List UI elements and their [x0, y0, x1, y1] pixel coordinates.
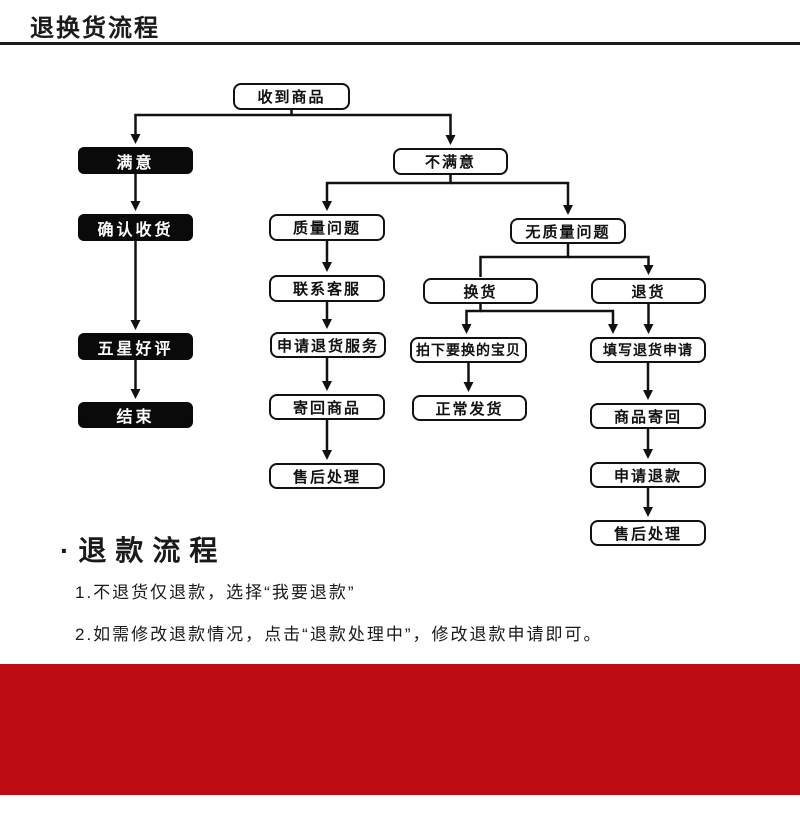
refund-note-1: 1.不退货仅退款，选择“我要退款”	[75, 583, 356, 602]
flow-node-exchange: 换货	[423, 278, 538, 304]
flow-node-receive-goods: 收到商品	[233, 83, 350, 110]
flow-node-return-goods: 退货	[591, 278, 706, 304]
flow-node-unsatisfied: 不满意	[393, 148, 508, 175]
flow-node-normal-shipping: 正常发货	[412, 395, 527, 421]
flow-node-after-sale-mid: 售后处理	[269, 463, 385, 489]
flow-node-after-sale-right: 售后处理	[590, 520, 706, 546]
flow-node-apply-refund: 申请退款	[590, 462, 706, 488]
flow-node-contact-service: 联系客服	[269, 275, 385, 302]
flow-node-order-exchange-item: 拍下要换的宝贝	[410, 337, 527, 363]
flow-node-end: 结束	[78, 402, 193, 428]
refund-section-heading: ·退款流程	[60, 535, 227, 566]
flowchart: 收到商品 满意 不满意 确认收货 质量问题 无质量问题 联系客服 换货 退货 五…	[78, 83, 706, 546]
page-title: 退换货流程	[30, 15, 160, 42]
flow-node-apply-return-service: 申请退货服务	[270, 332, 386, 358]
flow-node-quality-issue: 质量问题	[269, 214, 385, 241]
title-divider	[0, 42, 800, 45]
refund-note-2: 2.如需修改退款情况，点击“退款处理中”，修改退款申请即可。	[75, 625, 603, 644]
flow-node-five-star-review: 五星好评	[78, 333, 193, 360]
flow-node-send-back-goods: 寄回商品	[269, 394, 385, 420]
flow-node-no-quality-issue: 无质量问题	[510, 218, 626, 244]
flow-node-fill-return-apply: 填写退货申请	[590, 337, 706, 363]
flow-node-satisfied: 满意	[78, 147, 193, 174]
footer-banner: 收藏本店 COLLECTION STORE ? 联系客服 CONTACT CUS…	[0, 664, 800, 795]
flow-node-goods-sent-back: 商品寄回	[590, 403, 706, 429]
flowchart-connectors	[130, 110, 654, 517]
flow-node-confirm-receipt: 确认收货	[78, 214, 193, 241]
